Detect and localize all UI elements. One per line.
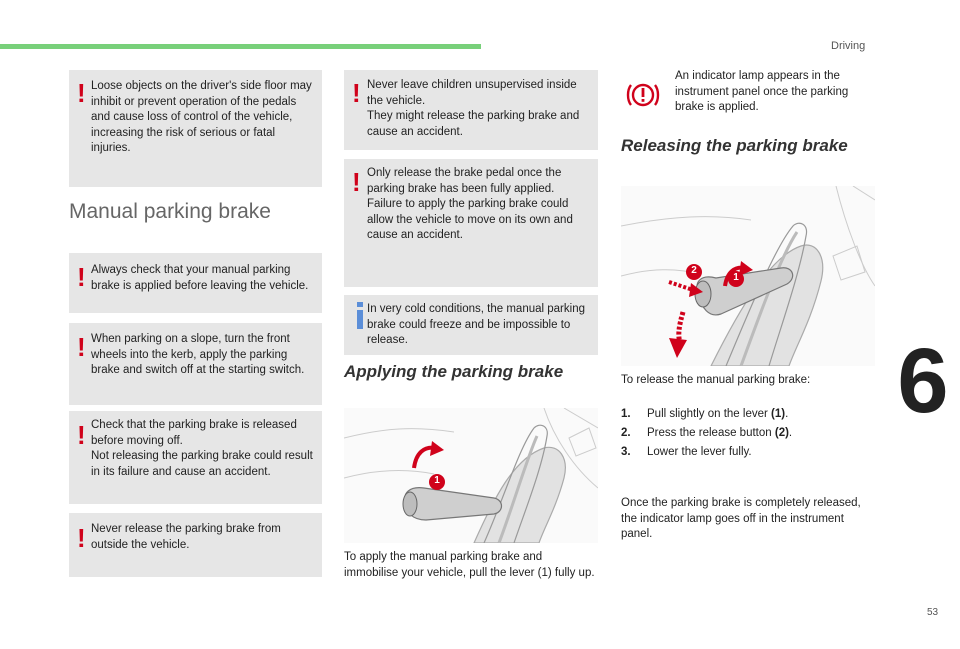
warning-text: Never leave children unsupervised inside… xyxy=(367,79,580,138)
parking-brake-warning-lamp-icon xyxy=(626,83,660,107)
page-number: 53 xyxy=(927,607,939,618)
warning-box-loose-objects: ! Loose objects on the driver's side flo… xyxy=(69,70,322,187)
step-item: 1.Pull slightly on the lever (1). xyxy=(621,408,789,420)
section-heading-manual-parking-brake: Manual parking brake xyxy=(69,200,271,223)
warning-text: Always check that your manual parking br… xyxy=(91,264,309,292)
warning-exclamation-icon: ! xyxy=(77,262,86,292)
releasing-intro: To release the manual parking brake: xyxy=(621,374,811,386)
applying-instructions: To apply the manual parking brake and im… xyxy=(344,551,595,579)
warning-text: Never release the parking brake from out… xyxy=(91,523,281,551)
warning-text: Only release the brake pedal once the pa… xyxy=(367,167,573,241)
warning-text: When parking on a slope, turn the front … xyxy=(91,333,305,376)
warning-box-check-applied: ! Always check that your manual parking … xyxy=(69,253,322,313)
section-heading-releasing: Releasing the parking brake xyxy=(621,136,848,155)
warning-box-brake-pedal: ! Only release the brake pedal once the … xyxy=(344,159,598,287)
warning-text: Check that the parking brake is released… xyxy=(91,419,313,478)
callout-1: 1 xyxy=(434,475,440,486)
step-item: 2.Press the release button (2). xyxy=(621,427,793,439)
warning-exclamation-icon: ! xyxy=(352,78,361,108)
section-heading-applying: Applying the parking brake xyxy=(344,362,564,381)
warning-box-released: ! Check that the parking brake is releas… xyxy=(69,411,322,504)
warning-box-children: ! Never leave children unsupervised insi… xyxy=(344,70,598,150)
releasing-steps: 1.Pull slightly on the lever (1). 2.Pres… xyxy=(621,408,875,458)
warning-exclamation-icon: ! xyxy=(77,420,86,450)
warning-exclamation-icon: ! xyxy=(77,523,86,553)
callout-1: 1 xyxy=(733,272,739,283)
info-icon xyxy=(357,302,363,329)
indicator-lamp-text: An indicator lamp appears in the instrum… xyxy=(675,70,849,113)
info-text: In very cold conditions, the manual park… xyxy=(367,303,585,346)
releasing-outro: Once the parking brake is completely rel… xyxy=(621,497,861,540)
warning-exclamation-icon: ! xyxy=(352,167,361,197)
warning-exclamation-icon: ! xyxy=(77,332,86,362)
step-item: 3.Lower the lever fully. xyxy=(621,446,752,458)
callout-2: 2 xyxy=(691,265,697,276)
section-name: Driving xyxy=(831,40,866,52)
info-box-cold-conditions: In very cold conditions, the manual park… xyxy=(344,295,598,355)
warning-text: Loose objects on the driver's side floor… xyxy=(91,80,312,154)
chapter-number: 6 xyxy=(897,330,949,432)
illustration-applying-brake: 1 xyxy=(344,408,598,543)
warning-box-outside-vehicle: ! Never release the parking brake from o… xyxy=(69,513,322,577)
warning-box-slope: ! When parking on a slope, turn the fron… xyxy=(69,323,322,405)
warning-exclamation-icon: ! xyxy=(77,78,86,108)
accent-bar xyxy=(0,44,481,49)
illustration-releasing-brake: 2 1 xyxy=(621,186,875,366)
